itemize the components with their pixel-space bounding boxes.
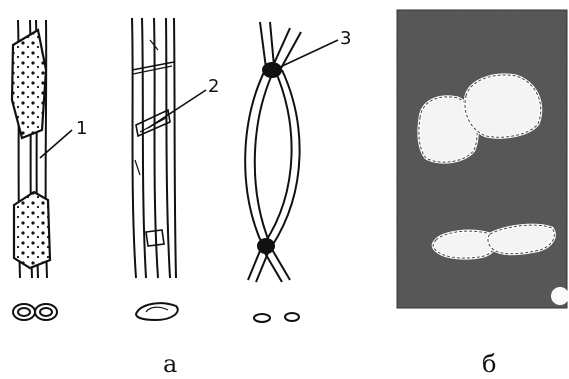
cell-lower-right [488, 225, 554, 254]
caption-b: б [482, 350, 496, 378]
fiber-2 [132, 18, 178, 320]
cell-upper-right [465, 75, 541, 137]
callout-3: 3 [278, 28, 351, 68]
caption-a: а [163, 350, 177, 378]
svg-text:3: 3 [340, 28, 351, 49]
micrograph-panel [397, 10, 569, 308]
callout-2: 2 [148, 76, 219, 128]
fiber-1 [12, 20, 57, 320]
corner-marker [551, 287, 569, 305]
svg-text:2: 2 [208, 76, 219, 97]
svg-text:1: 1 [76, 118, 87, 139]
fiber-3 [245, 22, 301, 322]
callout-1: 1 [40, 118, 87, 158]
